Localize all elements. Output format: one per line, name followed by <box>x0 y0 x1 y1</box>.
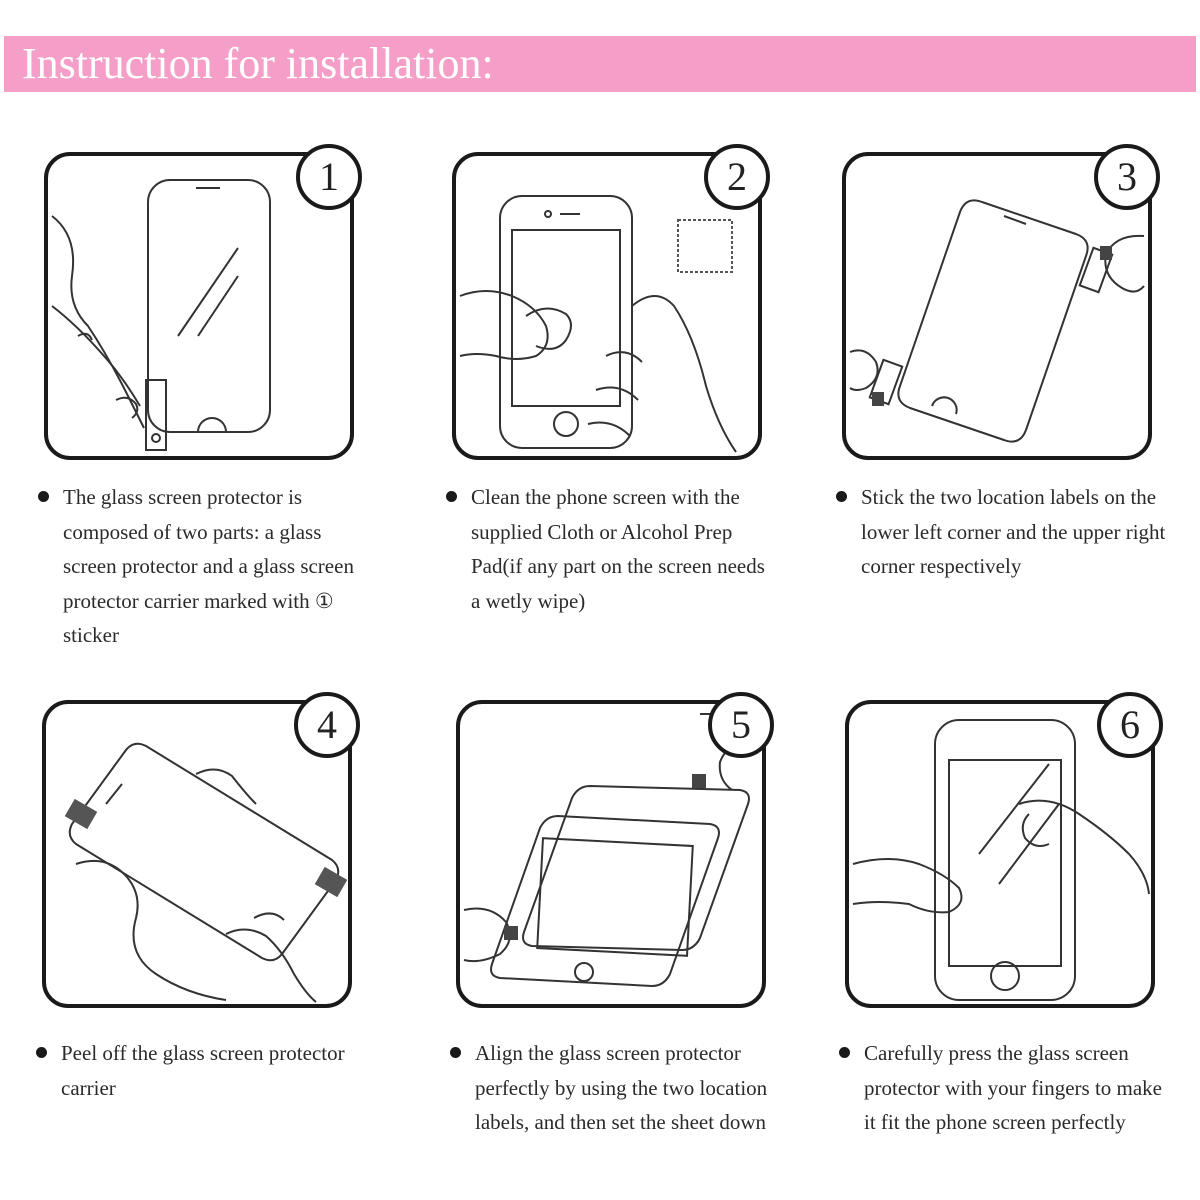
step-number-badge: 3 <box>1094 144 1160 210</box>
step-2-text: Clean the phone screen with the supplied… <box>471 485 765 613</box>
step-6-description: Carefully press the glass screen protect… <box>839 1036 1169 1140</box>
step-5-illustration: 5 <box>456 692 774 1008</box>
step-5-description: Align the glass screen protector perfect… <box>450 1036 780 1140</box>
step-2-illustration: 2 <box>452 144 770 460</box>
bullet-icon <box>38 491 49 502</box>
step-4-description: Peel off the glass screen protector carr… <box>36 1036 366 1105</box>
page-title: Instruction for installation: <box>22 39 494 88</box>
step-6-text: Carefully press the glass screen protect… <box>864 1041 1162 1134</box>
step-number-badge: 5 <box>708 692 774 758</box>
align-protector-illustration <box>463 713 757 988</box>
step-number-badge: 6 <box>1097 692 1163 758</box>
title-banner: Instruction for installation: <box>4 36 1196 92</box>
step-1-description: The glass screen protector is composed o… <box>38 480 368 653</box>
step-2-description: Clean the phone screen with the supplied… <box>446 480 776 618</box>
step-4-illustration: 4 <box>42 692 360 1008</box>
step-5-text: Align the glass screen protector perfect… <box>475 1041 768 1134</box>
press-protector-illustration <box>852 719 1150 1001</box>
step-1-text: The glass screen protector is composed o… <box>63 485 354 647</box>
phone-cleaning-illustration <box>459 195 737 453</box>
bullet-icon <box>450 1047 461 1058</box>
location-labels-illustration <box>849 199 1145 443</box>
bullet-icon <box>839 1047 850 1058</box>
step-3-illustration: 3 <box>842 144 1160 460</box>
peel-carrier-illustration <box>64 742 348 1003</box>
step-number-badge: 4 <box>294 692 360 758</box>
step-6-illustration: 6 <box>845 692 1163 1008</box>
step-number-badge: 2 <box>704 144 770 210</box>
step-4-text: Peel off the glass screen protector carr… <box>61 1041 345 1100</box>
bullet-icon <box>836 491 847 502</box>
glass-protector-illustration <box>51 179 271 451</box>
step-3-text: Stick the two location labels on the low… <box>861 485 1166 578</box>
step-1-illustration: 1 <box>44 144 362 460</box>
bullet-icon <box>36 1047 47 1058</box>
step-3-description: Stick the two location labels on the low… <box>836 480 1166 584</box>
bullet-icon <box>446 491 457 502</box>
step-number-badge: 1 <box>296 144 362 210</box>
alcohol-prep-pad-icon <box>677 219 733 273</box>
